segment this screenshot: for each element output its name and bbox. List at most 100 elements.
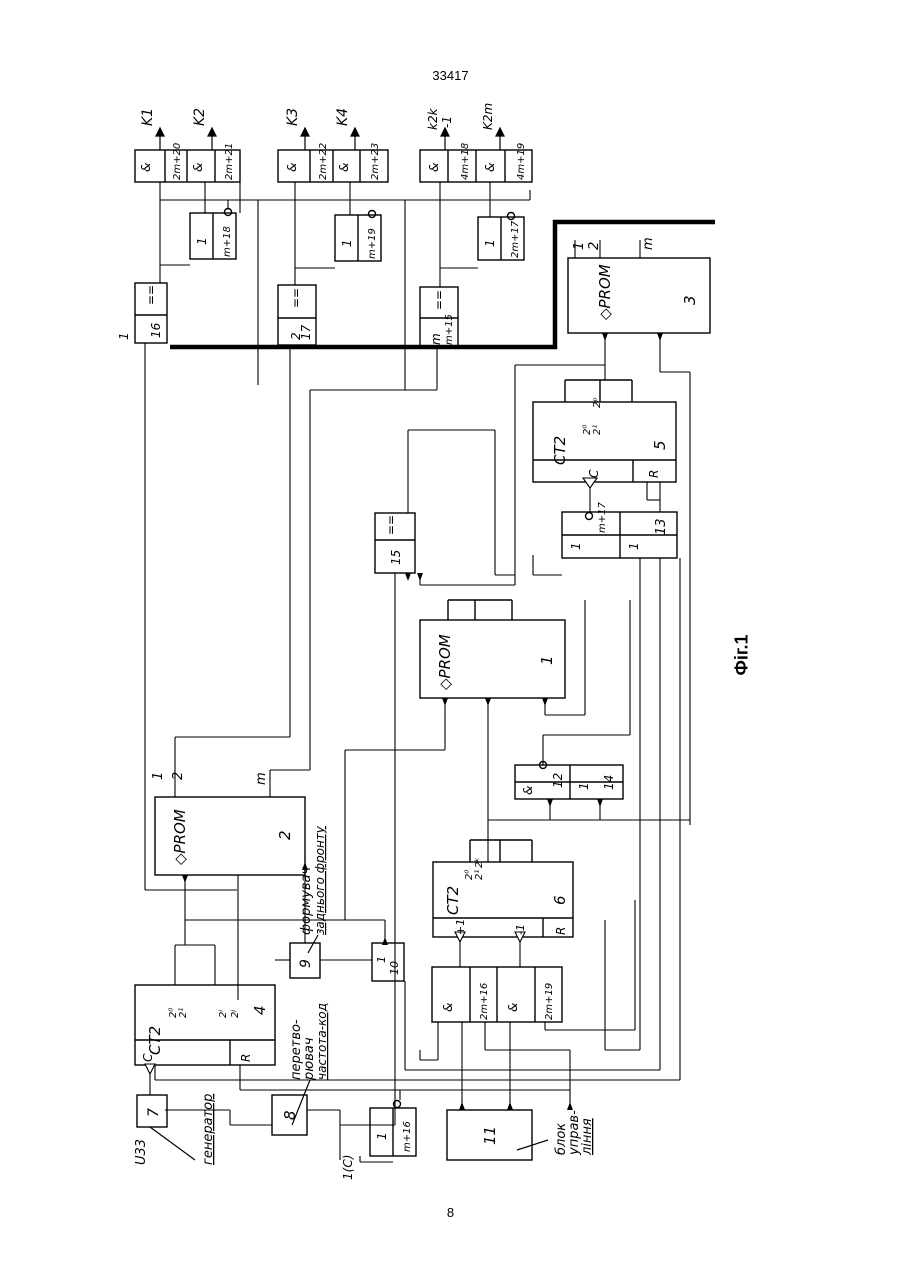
ct6-up: +1: [454, 919, 467, 935]
ct5-q1: 2¹: [592, 425, 603, 435]
label-k2m: K2m: [481, 103, 495, 130]
ct6-label: CT2: [444, 886, 462, 915]
sym-2m22: &: [285, 163, 299, 172]
prom1-number: 1: [538, 655, 556, 665]
ct5-number: 5: [651, 440, 669, 450]
sym-2m23: &: [337, 163, 351, 172]
ct4-number: 4: [251, 1005, 269, 1015]
ct4-c: C: [141, 1053, 155, 1062]
label-generator: генератор: [201, 1094, 216, 1165]
prom3-number: 3: [681, 295, 699, 305]
num-2m20: 2m+20: [172, 143, 183, 180]
b14-number: 14: [602, 775, 616, 790]
ct6-qk: 2ᵏ: [474, 857, 485, 868]
b11-number: 11: [481, 1126, 499, 1145]
label-k1: K1: [140, 108, 156, 126]
signal-u33: U33: [134, 1139, 149, 1165]
num-16: 16: [149, 322, 163, 338]
ct4-qi: 2ⁱ: [218, 1010, 229, 1018]
sym-2m21: &: [191, 163, 205, 172]
num-2m17: 2m+17: [510, 220, 521, 258]
label-control-3: ління: [580, 1118, 595, 1156]
num-m18: m+18: [222, 226, 233, 257]
b12-number: 12: [551, 773, 565, 788]
ct6-q1: 2¹: [474, 870, 485, 880]
num-m15: m+15: [444, 314, 455, 345]
diagram-labels: K1 K2 K3 K4 k2k -1 K2m & 2m+20 & 2m+21 &…: [117, 103, 699, 1180]
ct6-r: R: [554, 927, 568, 935]
sym-16: ==: [144, 285, 158, 305]
num-2m19: 2m+19: [544, 983, 555, 1020]
signal-input-1c: 1(C): [341, 1155, 355, 1180]
sym-4m18: &: [427, 163, 441, 172]
sym-4m19: &: [483, 163, 497, 172]
sym-m16: 1: [375, 1132, 389, 1140]
num-2m16: 2m+16: [479, 983, 490, 1020]
prom2-outm: m: [254, 772, 269, 785]
b8-number: 8: [281, 1110, 299, 1120]
ct6-down: -1: [514, 924, 527, 935]
b14-sym: 1: [577, 782, 591, 790]
num-15: 15: [389, 550, 403, 565]
sym-m15: ==: [432, 290, 446, 310]
ct5-qp: 2ᵖ: [592, 397, 603, 408]
label-shaper-2: заднього фронту: [313, 825, 327, 935]
prom3-out2: 2: [587, 242, 602, 250]
sym-17: ==: [289, 288, 303, 308]
sym-m18: 1: [195, 237, 209, 245]
num-2m22: 2m+22: [318, 143, 329, 180]
label-k2k: k2k: [426, 107, 440, 130]
sym-15: ==: [384, 515, 398, 535]
b9-number: 9: [298, 959, 314, 968]
label-converter-3: частота-код: [315, 1003, 329, 1080]
page-number: 8: [0, 1205, 901, 1220]
ct4-qj: 2ʲ: [230, 1010, 241, 1018]
num-4m19: 4m+19: [516, 143, 527, 180]
num-2m21: 2m+21: [224, 143, 235, 180]
prom2-out1: 1: [151, 772, 166, 780]
data-bus: [170, 222, 715, 347]
prom3-label: ◇PROM: [596, 264, 614, 320]
arrowheads: [182, 333, 663, 1110]
num-2m23: 2m+23: [370, 143, 381, 180]
num-m19: m+19: [367, 228, 378, 259]
num-4m18: 4m+18: [460, 143, 471, 180]
b7-number: 7: [146, 1108, 162, 1117]
b13-number: 13: [654, 518, 669, 535]
label-shaper-1: формувач: [299, 867, 314, 935]
prom1-label: ◇PROM: [436, 634, 454, 690]
ct4-r: R: [239, 1054, 253, 1062]
b13-sub: m+17: [597, 502, 608, 533]
ct4-label: CT2: [146, 1026, 164, 1055]
b13-sym1: 1: [569, 542, 583, 550]
prom3-outm: m: [641, 237, 656, 250]
prom2-label: ◇PROM: [171, 809, 189, 865]
ct5-r: R: [647, 470, 661, 478]
prom2-number: 2: [276, 830, 294, 840]
ct5-label: CT2: [551, 436, 569, 465]
prom3-out1: 1: [572, 242, 587, 250]
sub-17: 2: [289, 332, 303, 340]
figure-caption: Фіг.1: [732, 634, 753, 675]
num-m16: m+16: [402, 1121, 413, 1152]
ct6-number: 6: [551, 895, 569, 905]
b12-sym: &: [521, 786, 535, 795]
sym-m19: 1: [340, 239, 354, 247]
ct4-q1: 2¹: [178, 1008, 189, 1018]
ct5-c: C: [587, 469, 601, 478]
label-k3: K3: [285, 108, 301, 126]
label-k2k-minus1: -1: [440, 116, 454, 128]
diagram-blocks: [135, 150, 710, 1160]
b10-number: 10: [388, 961, 401, 975]
prom2-out2: 2: [171, 772, 186, 780]
b10-sym: 1: [375, 956, 388, 963]
sym-2m17: 1: [483, 239, 497, 247]
sub-m15: m: [429, 333, 443, 345]
sym-2m20: &: [139, 163, 153, 172]
b13-sym2: 1: [627, 542, 641, 550]
label-k4: K4: [335, 108, 351, 126]
sub-16: 1: [117, 332, 131, 340]
sym-2m16: &: [441, 1003, 455, 1012]
label-k2: K2: [192, 108, 208, 126]
